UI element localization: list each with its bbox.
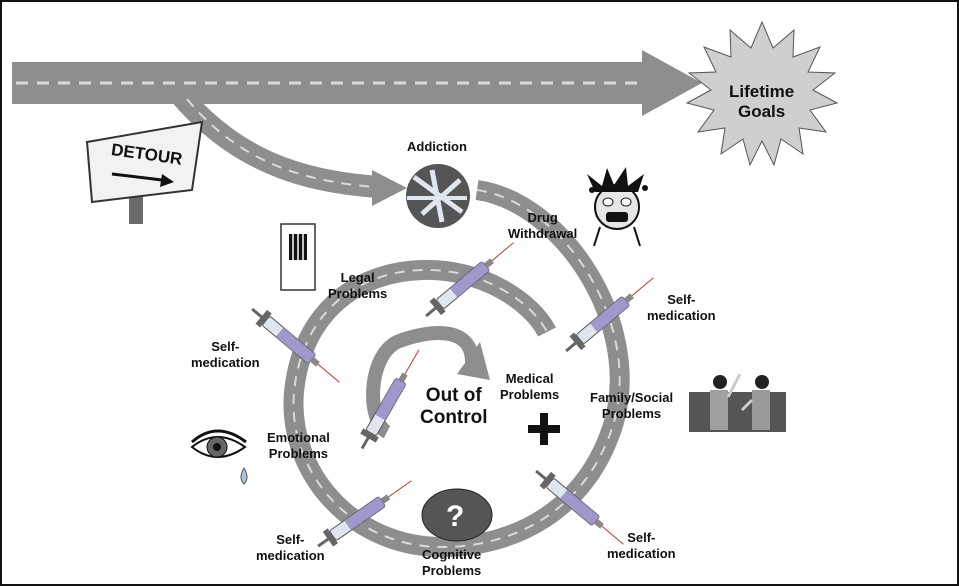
- jail-icon: [280, 223, 316, 291]
- self-medication-bottom-right-line1: Self-: [627, 530, 656, 545]
- syringe-ball-icon: [406, 164, 470, 228]
- lifetime-goals-line2: Goals: [737, 102, 786, 121]
- legal-problems-label: Legal Problems: [328, 270, 387, 302]
- self-medication-right-line1: Self-: [667, 292, 696, 307]
- drug-withdrawal-label: Drug Withdrawal: [508, 210, 577, 242]
- family-conflict-icon: [689, 373, 786, 432]
- emotional-problems-line2: Problems: [268, 446, 329, 461]
- self-medication-bottom-left-line1: Self-: [276, 532, 305, 547]
- main-highway: [12, 50, 702, 116]
- cognitive-problems-line1: Cognitive: [422, 547, 482, 562]
- family-social-problems-label: Family/Social Problems: [590, 390, 673, 422]
- withdrawal-face-icon: [587, 167, 648, 247]
- svg-text:?: ?: [446, 500, 464, 533]
- out-of-control-line1: Out of: [425, 385, 482, 406]
- lifetime-goals-label: Lifetime Goals: [729, 82, 794, 122]
- self-medication-right-line2: medication: [647, 308, 716, 323]
- out-of-control-label: Out of Control: [420, 385, 488, 429]
- emotional-problems-line1: Emotional: [267, 430, 330, 445]
- medical-problems-line2: Problems: [500, 387, 560, 402]
- cognitive-problems-line2: Problems: [422, 563, 482, 578]
- self-medication-left-line1: Self-: [211, 339, 240, 354]
- starburst-icon: [685, 20, 839, 167]
- addiction-label: Addiction: [407, 139, 467, 154]
- plus-icon: [528, 413, 560, 445]
- legal-problems-line1: Legal: [340, 270, 375, 285]
- detour-road: [173, 89, 407, 206]
- self-medication-bottom-left-label: Self- medication: [256, 532, 325, 564]
- self-medication-bottom-right-label: Self- medication: [607, 530, 676, 562]
- spiral-road: [283, 180, 630, 558]
- out-of-control-line2: Control: [420, 407, 488, 428]
- self-medication-left-line2: medication: [191, 355, 260, 370]
- drug-withdrawal-line2: Withdrawal: [508, 226, 578, 241]
- emotional-problems-label: Emotional Problems: [267, 430, 330, 462]
- crying-eye-icon: [190, 429, 248, 485]
- question-mark-icon: ?: [421, 488, 493, 542]
- cognitive-problems-label: Cognitive Problems: [422, 547, 481, 579]
- family-social-problems-line2: Problems: [601, 406, 662, 421]
- drug-withdrawal-line1: Drug: [527, 210, 558, 225]
- family-social-problems-line1: Family/Social: [590, 390, 674, 405]
- self-medication-right-label: Self- medication: [647, 292, 716, 324]
- self-medication-bottom-right-line2: medication: [607, 546, 676, 561]
- lifetime-goals-line1: Lifetime: [729, 82, 795, 101]
- detour-sign-icon: DETOUR: [85, 120, 204, 224]
- circular-arrow-icon: [366, 326, 490, 439]
- medical-problems-line1: Medical: [505, 371, 554, 386]
- medical-problems-label: Medical Problems: [500, 371, 559, 403]
- syringe-icon-center: [352, 343, 429, 455]
- legal-problems-line2: Problems: [328, 286, 388, 301]
- self-medication-bottom-left-line2: medication: [256, 548, 325, 563]
- self-medication-left-label: Self- medication: [191, 339, 260, 371]
